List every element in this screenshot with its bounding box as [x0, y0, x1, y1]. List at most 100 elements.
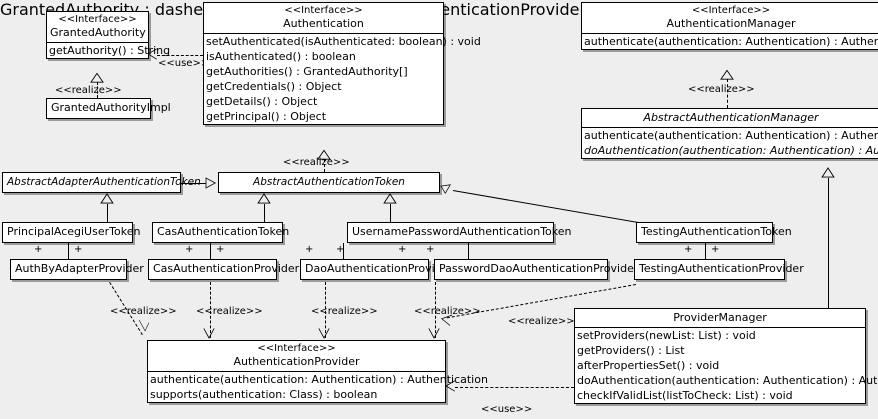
label-realize-casprovider: <<realize>>: [196, 306, 263, 317]
multiplicity-castoken-left: +: [185, 244, 194, 255]
generalization-castoken-line: [264, 204, 265, 222]
multiplicity-userpasstoken-3: +: [398, 244, 407, 255]
methods-abstract-authentication-manager: authenticate(authentication: Authenticat…: [582, 127, 878, 158]
open-arrow-realize-testingprovider: [440, 314, 453, 326]
class-name-cas-authentication-token: CasAuthenticationToken: [157, 225, 290, 238]
class-box-testing-authentication-token[interactable]: TestingAuthenticationToken: [636, 222, 792, 243]
class-name-abstract-authentication-token: AbstractAuthenticationToken: [253, 176, 405, 188]
multiplicity-testingtoken-right: +: [711, 244, 720, 255]
label-realize-testingprovider: <<realize>>: [508, 316, 575, 327]
method-getauthorities: getAuthorities() : GrantedAuthority[]: [206, 65, 408, 78]
class-header-abstract-authentication-manager: AbstractAuthenticationManager: [582, 109, 878, 127]
class-name-principal-acegi-user-token: PrincipalAcegiUserToken: [7, 225, 141, 238]
label-realize-authenticationmanager: <<realize>>: [688, 84, 755, 95]
method-setauthenticated: setAuthenticated(isAuthenticated: boolea…: [206, 35, 481, 48]
generalization-triangle-abstractmanager: [821, 167, 835, 178]
open-arrow-realize-daoprovider: [318, 328, 330, 339]
generalization-triangle-abstracttoken-left: [205, 177, 217, 189]
label-realize-passworddaoprovider: <<realize>>: [414, 306, 481, 317]
association-testingprovider-line: [705, 243, 706, 260]
class-header-testing-authentication-provider: TestingAuthenticationProvider: [635, 260, 804, 279]
method-authenticate-manager: authenticate(authentication: Authenticat…: [584, 35, 878, 48]
class-name-dao-authentication-provider: DaoAuthenticationProvider: [305, 262, 453, 275]
class-header-authentication-provider: <<Interface>> AuthenticationProvider: [148, 341, 445, 371]
realize-passworddaoprovider-line: [435, 282, 436, 338]
class-box-dao-authentication-provider[interactable]: DaoAuthenticationProvider: [300, 259, 453, 280]
class-name-authentication-provider: AuthenticationProvider: [233, 355, 360, 368]
realize-daoprovider-line: [325, 282, 326, 338]
realize-triangle-grantedauthority: [90, 72, 104, 83]
method-afterpropertiesset: afterPropertiesSet() : void: [577, 359, 720, 372]
class-box-authentication-manager[interactable]: <<Interface>> AuthenticationManager auth…: [581, 2, 878, 50]
methods-authentication-provider: authenticate(authentication: Authenticat…: [148, 371, 488, 402]
class-box-provider-manager[interactable]: ProviderManager setProviders(newList: Li…: [574, 308, 878, 404]
class-box-cas-authentication-token[interactable]: CasAuthenticationToken: [152, 222, 290, 243]
class-name-username-password-authentication-token: UsernamePasswordAuthenticationToken: [352, 225, 572, 238]
multiplicity-testingtoken-left: +: [684, 244, 693, 255]
class-header-granted-authority-impl: GrantedAuthorityImpl: [47, 99, 171, 118]
class-name-auth-by-adapter-provider: AuthByAdapterProvider: [15, 262, 144, 275]
realize-grantedauthorityimpl-line: [97, 82, 98, 98]
class-box-authentication[interactable]: <<Interface>> Authentication setAuthenti…: [203, 2, 481, 125]
stereotype-authentication-manager: <<Interface>>: [691, 5, 771, 16]
methods-granted-authority: getAuthority() : String: [47, 42, 170, 58]
class-header-dao-authentication-provider: DaoAuthenticationProvider: [301, 260, 453, 279]
class-name-abstract-adapter-authentication-token: AbstractAdapterAuthenticationToken: [7, 176, 201, 188]
class-box-granted-authority[interactable]: <<Interface>> GrantedAuthority getAuthor…: [46, 11, 170, 59]
generalization-principaltoken-line: [107, 204, 108, 222]
class-name-granted-authority: GrantedAuthority: [50, 26, 146, 39]
class-header-username-password-authentication-token: UsernamePasswordAuthenticationToken: [348, 223, 572, 242]
method-doauthentication-abstract-manager: doAuthentication(authentication: Authent…: [584, 144, 878, 157]
class-header-granted-authority: <<Interface>> GrantedAuthority: [47, 12, 148, 42]
class-name-provider-manager: ProviderManager: [673, 311, 767, 324]
label-realize-grantedauthority: <<realize>>: [55, 85, 122, 96]
multiplicity-principaltoken-left: +: [34, 244, 43, 255]
label-use-grantedauthority: <<use>>: [158, 58, 210, 69]
class-header-auth-by-adapter-provider: AuthByAdapterProvider: [11, 260, 144, 279]
class-header-cas-authentication-token: CasAuthenticationToken: [153, 223, 290, 242]
association-authbyadapter-line: [68, 243, 69, 260]
class-box-cas-authentication-provider[interactable]: CasAuthenticationProvider: [148, 259, 299, 280]
realize-abstracttoken-line: [324, 159, 325, 172]
class-name-granted-authority-impl: GrantedAuthorityImpl: [51, 101, 171, 114]
methods-authentication-manager: authenticate(authentication: Authenticat…: [582, 33, 878, 49]
class-box-abstract-adapter-authentication-token[interactable]: AbstractAdapterAuthenticationToken: [2, 172, 201, 193]
class-box-authentication-provider[interactable]: <<Interface>> AuthenticationProvider aut…: [147, 340, 488, 403]
class-box-granted-authority-impl[interactable]: GrantedAuthorityImpl: [46, 98, 171, 119]
class-box-testing-authentication-provider[interactable]: TestingAuthenticationProvider: [634, 259, 804, 280]
class-header-authentication: <<Interface>> Authentication: [204, 3, 443, 33]
methods-authentication: setAuthenticated(isAuthenticated: boolea…: [204, 33, 481, 124]
class-box-username-password-authentication-token[interactable]: UsernamePasswordAuthenticationToken: [347, 222, 572, 243]
stereotype-authentication: <<Interface>>: [284, 5, 363, 16]
generalization-userpasstoken-line: [390, 204, 391, 222]
label-realize-authentication: <<realize>>: [283, 157, 350, 168]
dependency-authentication-to-grantedauthority: [157, 55, 203, 56]
class-header-password-dao-authentication-provider: PasswordDaoAuthenticationProvider: [435, 260, 638, 279]
generalization-testingtoken-line: [452, 190, 651, 226]
class-header-provider-manager: ProviderManager: [575, 309, 865, 327]
association-casprovider-line: [210, 243, 211, 260]
generalization-triangle-adaptertoken: [100, 193, 114, 204]
generalization-providermanager-line: [828, 178, 829, 308]
method-supports-provider: supports(authentication: Class) : boolea…: [150, 388, 378, 401]
method-setproviders: setProviders(newList: List) : void: [577, 329, 756, 342]
method-authenticate-abstract-manager: authenticate(authentication: Authenticat…: [584, 129, 878, 142]
association-daoprovider-line: [343, 243, 344, 260]
realize-triangle-authentication: [317, 149, 331, 160]
method-checkifvalidlist: checkIfValidList(listToCheck: List) : vo…: [577, 389, 793, 402]
class-box-abstract-authentication-token[interactable]: AbstractAuthenticationToken: [218, 172, 440, 193]
stereotype-authentication-provider: <<Interface>>: [257, 343, 336, 354]
class-header-principal-acegi-user-token: PrincipalAcegiUserToken: [3, 223, 141, 242]
class-box-abstract-authentication-manager[interactable]: AbstractAuthenticationManager authentica…: [581, 108, 878, 159]
method-isauthenticated: isAuthenticated() : boolean: [206, 50, 356, 63]
class-box-password-dao-authentication-provider[interactable]: PasswordDaoAuthenticationProvider: [434, 259, 638, 280]
class-header-abstract-adapter-authentication-token: AbstractAdapterAuthenticationToken: [3, 173, 201, 192]
open-arrow-use-authenticationprovider: [445, 380, 456, 392]
generalization-triangle-abstracttoken-cas: [257, 193, 271, 204]
class-box-principal-acegi-user-token[interactable]: PrincipalAcegiUserToken: [2, 222, 141, 243]
class-box-auth-by-adapter-provider[interactable]: AuthByAdapterProvider: [10, 259, 144, 280]
method-authenticate-provider: authenticate(authentication: Authenticat…: [150, 373, 488, 386]
realize-abstractmanager-line: [727, 79, 728, 108]
method-getprincipal: getPrincipal() : Object: [206, 110, 327, 123]
class-name-abstract-authentication-manager: AbstractAuthenticationManager: [643, 111, 819, 124]
